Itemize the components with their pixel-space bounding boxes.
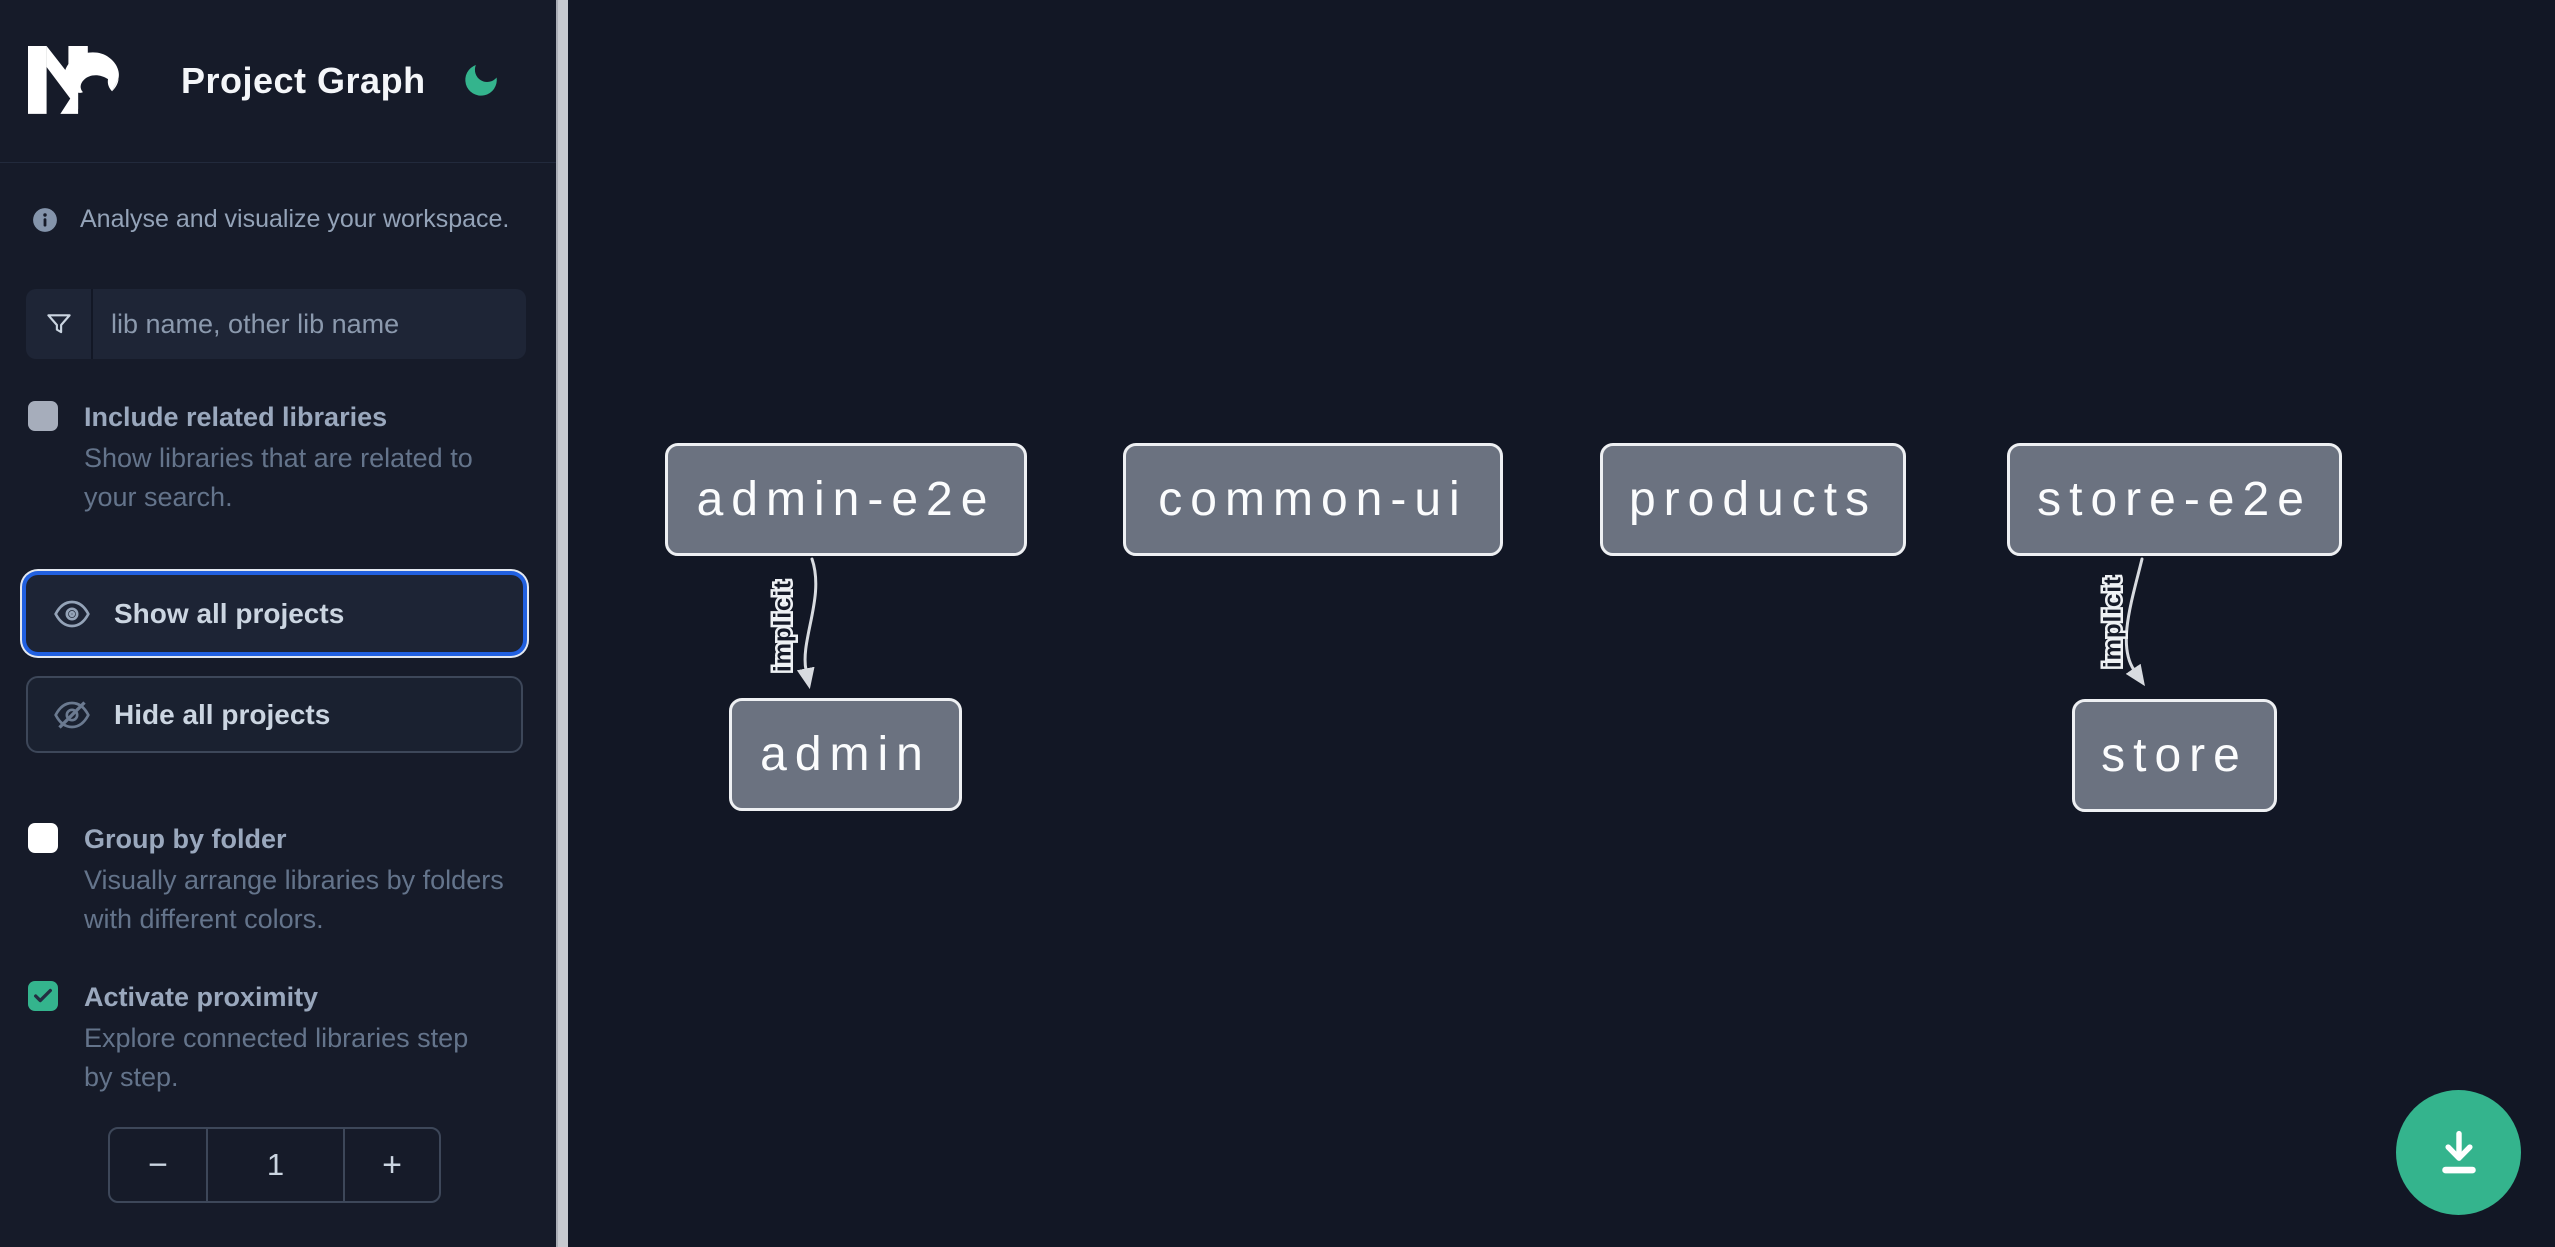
option-description: Visually arrange libraries by folders wi… — [84, 865, 504, 934]
option-title: Group by folder — [84, 824, 287, 854]
option-title: Activate proximity — [84, 982, 319, 1012]
sidebar: Project Graph Analyse and visualize your… — [0, 0, 556, 1247]
moon-icon — [465, 64, 497, 96]
activate-proximity-checkbox[interactable] — [28, 981, 58, 1011]
option-description: Explore connected libraries step by step… — [84, 1023, 469, 1092]
check-icon — [34, 988, 52, 1003]
node-store[interactable]: store — [2072, 699, 2277, 812]
proximity-depth-stepper: − 1 + — [108, 1127, 441, 1203]
page-title: Project Graph — [181, 60, 426, 101]
show-all-projects-button[interactable]: Show all projects — [26, 575, 523, 652]
show-all-label: Show all projects — [114, 597, 345, 629]
option-include-related: Include related libraries Show libraries… — [28, 397, 526, 517]
stepper-value: 1 — [206, 1129, 345, 1201]
eye-off-icon — [54, 700, 90, 729]
search-filter — [26, 289, 526, 359]
app-header: Project Graph — [0, 0, 556, 163]
node-admin-e2e[interactable]: admin-e2e — [665, 443, 1027, 556]
node-common-ui[interactable]: common-ui — [1123, 443, 1503, 556]
search-input[interactable] — [93, 289, 526, 359]
sidebar-resize-handle[interactable] — [556, 0, 568, 1247]
increment-button[interactable]: + — [345, 1129, 439, 1201]
hide-all-label: Hide all projects — [114, 698, 331, 730]
graph-canvas[interactable] — [568, 0, 2555, 1247]
info-text: Analyse and visualize your workspace. — [80, 205, 510, 233]
info-icon — [32, 207, 58, 233]
hide-all-projects-button[interactable]: Hide all projects — [26, 676, 523, 753]
option-title: Include related libraries — [84, 402, 388, 432]
option-activate-proximity: Activate proximity Explore connected lib… — [28, 977, 526, 1097]
include-related-checkbox[interactable] — [28, 401, 58, 431]
nx-logo-icon[interactable] — [28, 46, 125, 116]
node-admin[interactable]: admin — [729, 698, 962, 811]
filter-funnel-icon — [26, 289, 93, 359]
theme-toggle-button[interactable] — [458, 58, 504, 104]
eye-icon — [54, 600, 90, 627]
decrement-button[interactable]: − — [110, 1129, 206, 1201]
group-by-folder-checkbox[interactable] — [28, 823, 58, 853]
download-icon — [2441, 1130, 2476, 1173]
option-description: Show libraries that are related to your … — [84, 443, 473, 512]
workspace-info: Analyse and visualize your workspace. — [32, 205, 526, 234]
node-products[interactable]: products — [1600, 443, 1906, 556]
download-graph-button[interactable] — [2396, 1090, 2521, 1215]
option-group-by-folder: Group by folder Visually arrange librari… — [28, 819, 526, 939]
node-store-e2e[interactable]: store-e2e — [2007, 443, 2342, 556]
